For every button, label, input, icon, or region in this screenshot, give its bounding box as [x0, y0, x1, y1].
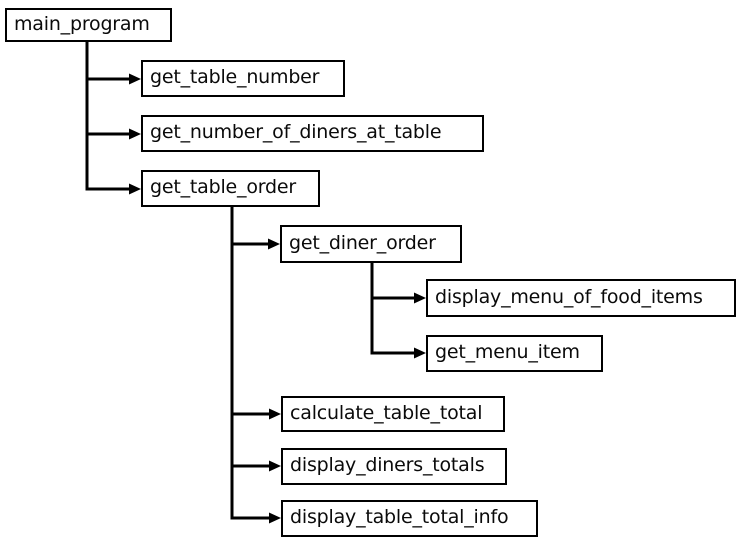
node-label-calculate_table_total: calculate_table_total	[290, 401, 483, 424]
arrowhead-calculate_table_total	[269, 408, 281, 420]
node-label-display_menu_of_food_items: display_menu_of_food_items	[435, 285, 703, 308]
node-get_diner_order[interactable]: get_diner_order	[280, 225, 462, 263]
node-get_table_order[interactable]: get_table_order	[141, 170, 320, 207]
node-label-display_diners_totals: display_diners_totals	[290, 454, 485, 476]
node-get_menu_item[interactable]: get_menu_item	[426, 335, 603, 372]
node-get_table_number[interactable]: get_table_number	[141, 60, 345, 97]
node-get_number_of_diners_at_table[interactable]: get_number_of_diners_at_table	[141, 115, 484, 152]
node-label-display_table_total_info: display_table_total_info	[290, 506, 509, 528]
arrowhead-display_diners_totals	[269, 460, 281, 472]
node-label-main_program: main_program	[14, 12, 150, 35]
node-display_menu_of_food_items[interactable]: display_menu_of_food_items	[426, 279, 736, 317]
node-label-get_menu_item: get_menu_item	[435, 341, 580, 363]
node-label-get_table_number: get_table_number	[150, 66, 320, 88]
connector-trunk-table-order	[230, 207, 281, 524]
arrowhead-get_table_order	[129, 183, 141, 195]
arrowhead-get_menu_item	[414, 347, 426, 359]
node-label-get_table_order: get_table_order	[150, 176, 296, 198]
node-calculate_table_total[interactable]: calculate_table_total	[281, 396, 505, 432]
node-main_program[interactable]: main_program	[5, 8, 172, 42]
node-label-get_diner_order: get_diner_order	[289, 231, 436, 254]
node-display_table_total_info[interactable]: display_table_total_info	[281, 500, 538, 537]
connector-trunk-main	[85, 42, 141, 195]
arrowhead-display_table_total_info	[269, 512, 281, 524]
connector-group	[85, 42, 426, 524]
node-display_diners_totals[interactable]: display_diners_totals	[281, 448, 507, 485]
node-label-get_number_of_diners_at_table: get_number_of_diners_at_table	[150, 121, 442, 143]
connector-trunk-diner-order	[370, 263, 426, 359]
arrowhead-display_menu_of_food_items	[414, 292, 426, 304]
arrowhead-get_diner_order	[268, 238, 280, 250]
arrowhead-get_number_of_diners_at_table	[129, 128, 141, 140]
arrowhead-get_table_number	[129, 73, 141, 85]
